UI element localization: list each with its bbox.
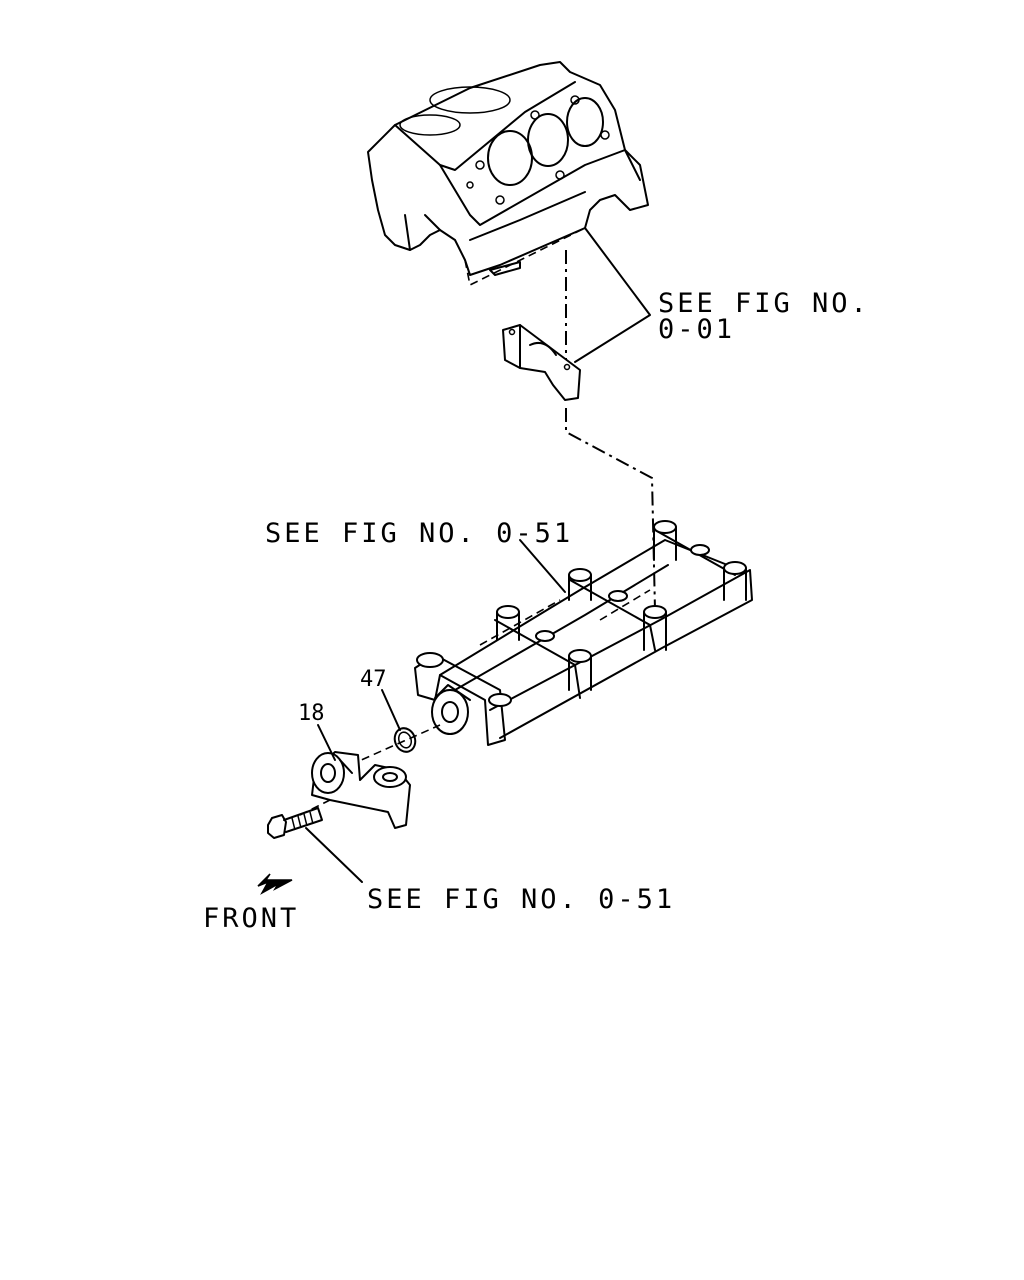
callout-18: 18: [298, 701, 325, 726]
leader-block: [574, 227, 651, 363]
oil-pipe-18: [311, 751, 411, 829]
engine-block: [367, 61, 649, 287]
leader-bolt: [305, 827, 363, 883]
callout-47: 47: [360, 667, 387, 692]
label-front: FRONT: [203, 903, 299, 934]
leader-crossmember: [519, 539, 566, 593]
leader-18: [317, 724, 336, 761]
o-ring-47: [393, 727, 417, 753]
leader-47: [381, 689, 401, 731]
crossmember: [414, 520, 753, 746]
centerline-cap: [565, 408, 656, 611]
label-see-fig-block: SEE FIG NO.: [658, 288, 870, 319]
label-see-fig-bolt: SEE FIG NO. 0-51: [367, 884, 675, 915]
front-arrow-icon: [257, 873, 293, 895]
assembly-line-pipe: [349, 724, 441, 766]
label-see-fig-crossmember: SEE FIG NO. 0-51: [265, 518, 573, 549]
label-see-fig-block-number: 0-01: [658, 314, 735, 345]
bearing-cap: [502, 324, 581, 401]
bolt: [267, 807, 323, 839]
